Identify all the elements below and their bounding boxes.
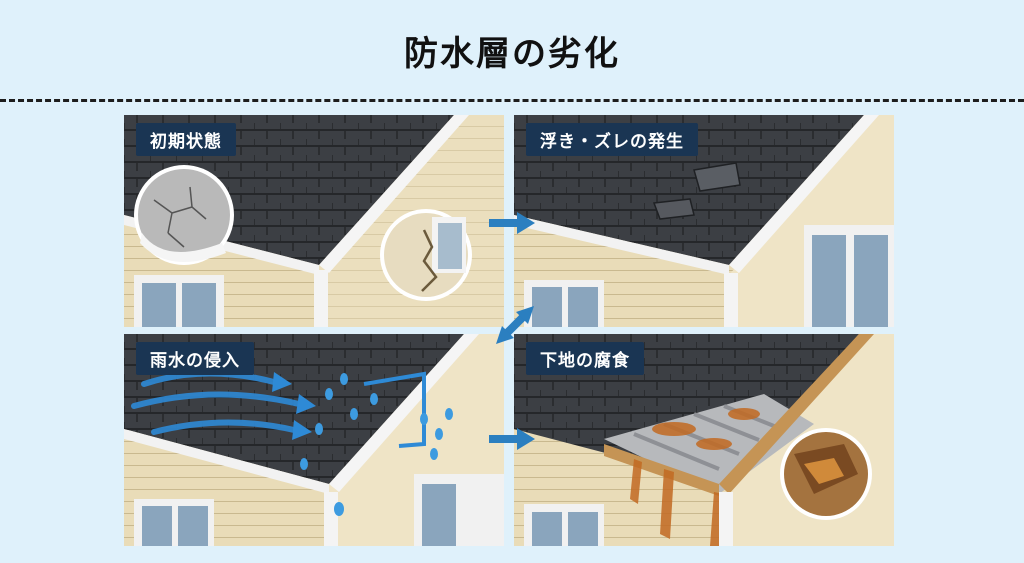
stage-label-initial: 初期状態 bbox=[136, 123, 236, 156]
panel-initial-state: 初期状態 bbox=[124, 115, 504, 327]
arrow-right-icon bbox=[489, 428, 535, 450]
stage-label-water: 雨水の侵入 bbox=[136, 342, 254, 375]
panel-lifting-shifting: 浮き・ズレの発生 bbox=[514, 115, 894, 327]
arrow-diagonal-icon bbox=[496, 306, 534, 344]
dashed-divider bbox=[0, 99, 1024, 102]
panel-water-intrusion: 雨水の侵入 bbox=[124, 334, 504, 546]
stage-label-lifting: 浮き・ズレの発生 bbox=[526, 123, 698, 156]
page-title: 防水層の劣化 bbox=[404, 34, 620, 74]
water-droplets bbox=[300, 373, 453, 516]
arrow-right-icon bbox=[489, 212, 535, 234]
panel-substrate-corrosion: 下地の腐食 bbox=[514, 334, 894, 546]
stage-label-corrosion: 下地の腐食 bbox=[526, 342, 644, 375]
